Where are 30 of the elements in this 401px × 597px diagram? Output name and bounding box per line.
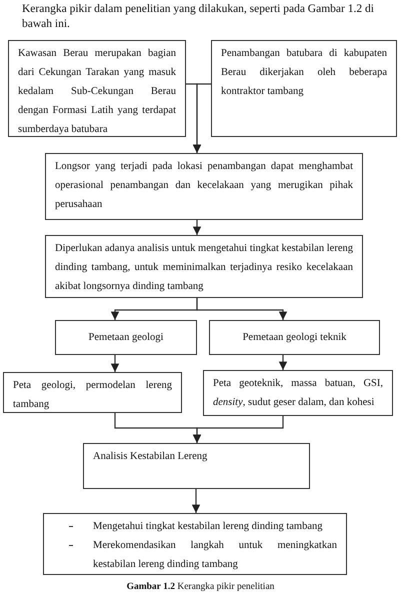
arrow: [192, 83, 211, 153]
process-box: [43, 513, 347, 575]
process-box: [211, 40, 397, 137]
box-text: Longsor yang terjadi pada lokasi penambangan dapat menghambat operasional penambangan dan kecelakaan yang merugikan pihak perusahaan: [55, 160, 353, 212]
box-text: Penambangan batubara di kabupaten Berau dikerjakan oleh beberapa kontraktor tambang: [221, 47, 387, 99]
box-text: Pemetaan geologi: [88, 331, 164, 345]
arrow: [278, 355, 288, 370]
figure-caption: Gambar 1.2 Kerangka pikir penelitian: [126, 581, 276, 593]
bullet-text: Merekomendasikan langkah untuk meningkatkan kestabilan lereng dinding tambang: [93, 539, 337, 572]
intro-paragraph: Kerangka pikir dalam penelitian yang dilakukan, seperti pada Gambar 1.2 di bawah ini.: [22, 2, 375, 32]
box-text: Diperlukan adanya analisis untuk mengetahui tingkat kestabilan lereng dinding tambang, untuk meminimalkan terjadinya resiko kecelakaan akibat longsornya dinding tambang: [55, 242, 353, 294]
arrow: [110, 355, 120, 372]
arrow: [196, 298, 288, 320]
process-box: [3, 372, 182, 413]
box-text: Peta geologi, permodelan lereng tambang: [13, 379, 172, 412]
arrow: [192, 489, 200, 513]
process-box: [55, 320, 197, 355]
box-text: Analisis Kestabilan Lereng: [93, 450, 208, 464]
process-box: [8, 40, 186, 137]
process-box: [83, 443, 310, 489]
bullet-text: Mengetahui tingkat kestabilan lereng dinding tambang: [93, 520, 322, 534]
arrow: [192, 416, 284, 443]
box-text: Peta geoteknik, massa batuan, GSI, density, sudut geser dalam, dan kohesi: [213, 377, 383, 410]
arrow: [192, 220, 202, 235]
box-text: Pemetaan geologi teknik: [242, 331, 346, 345]
process-box: [45, 235, 363, 298]
box-text: Kawasan Berau merupakan bagian dari Cekungan Tarakan yang masuk kedalam Sub-Cekungan Berau dengan Formasi Latih yang terdapat sumberdaya batubara: [18, 47, 176, 137]
process-box: [209, 320, 380, 355]
process-box: [45, 153, 363, 220]
process-box: [203, 370, 393, 416]
